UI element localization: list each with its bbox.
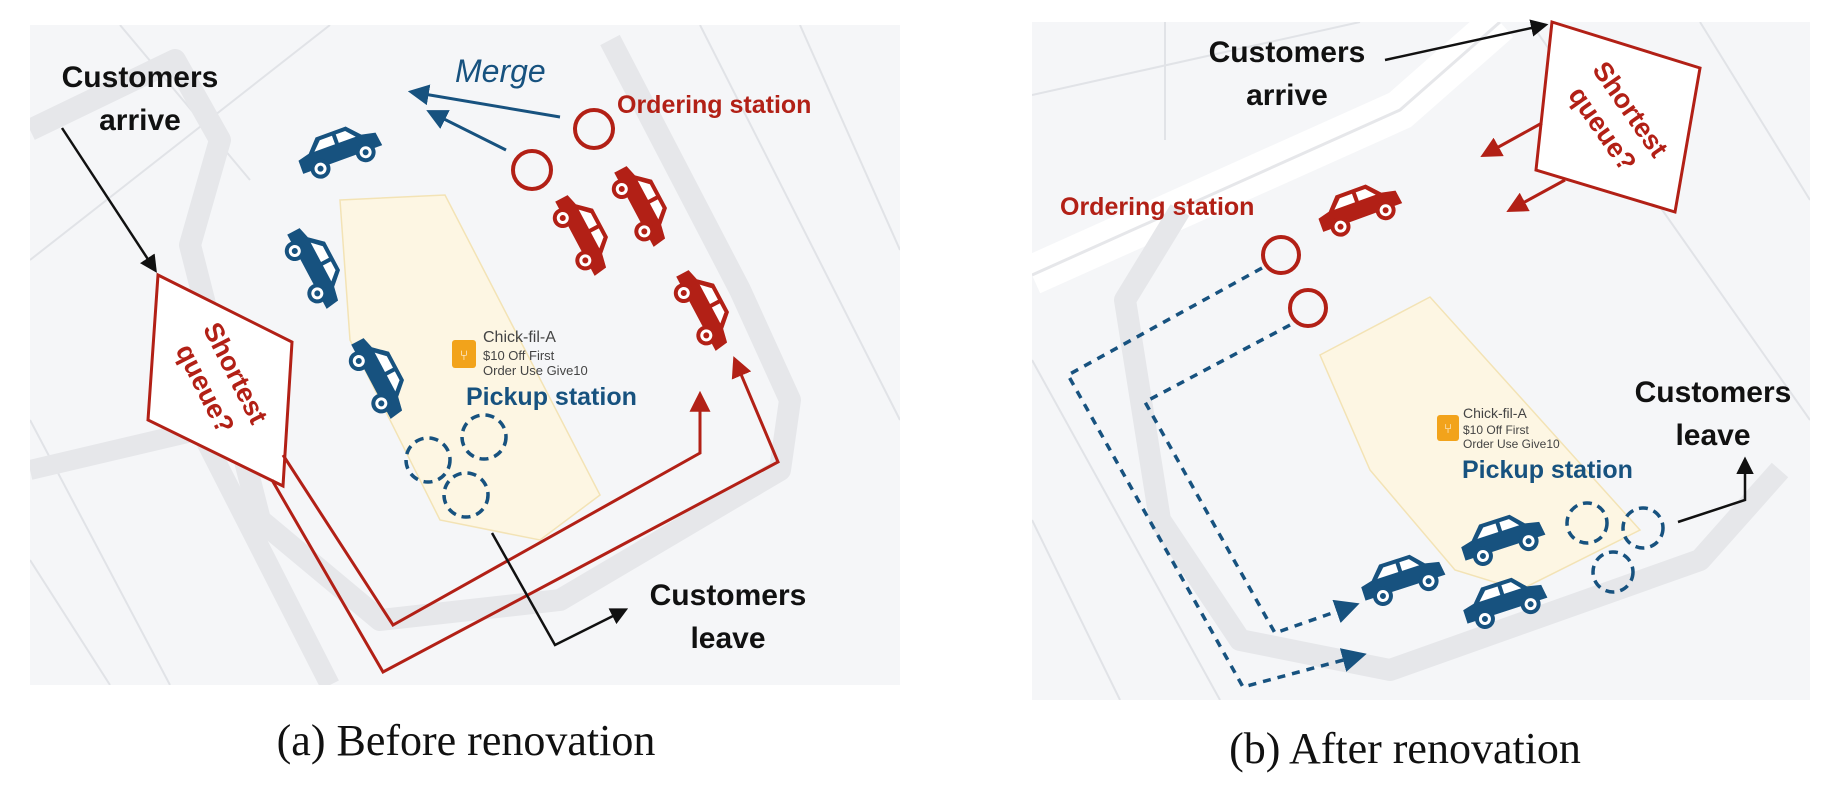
inner-lane-path (1142, 323, 1360, 636)
outer-lane-path (270, 356, 780, 675)
merge-arrow-2 (426, 110, 507, 152)
ordering-station-label: Ordering station (1060, 193, 1254, 221)
restaurant-poi-icon (1437, 415, 1459, 441)
merge-label: Merge (455, 53, 546, 89)
arrive-arrow (1384, 19, 1549, 62)
shortest-queue-decision: Shortest queue? (146, 272, 294, 489)
map-poi-left: ⑂ Chick-fil-A $10 Off First Order Use Gi… (452, 329, 588, 378)
customers-arrive-label-line1: Customers (62, 61, 219, 94)
svg-text:⑂: ⑂ (1444, 422, 1452, 437)
customers-arrive-label-line1: Customers (1209, 36, 1366, 69)
ordering-station-marker-1 (1261, 235, 1301, 275)
merge-arrow-1 (407, 84, 561, 119)
poi-promo-line2: Order Use Give10 (1463, 437, 1560, 451)
leave-arrow (490, 532, 629, 647)
inner-lane-path (281, 390, 711, 627)
customers-leave-label-line2: leave (1675, 419, 1750, 452)
decision-diamond (146, 272, 294, 489)
customers-arrive-label-line2: arrive (1246, 79, 1328, 112)
caption-before: (a) Before renovation (277, 716, 656, 765)
pickup-station-label: Pickup station (1462, 456, 1633, 484)
customers-arrive-label-line2: arrive (99, 104, 181, 137)
svg-text:⑂: ⑂ (460, 348, 468, 364)
customers-leave-label-line2: leave (690, 622, 765, 655)
customers-leave-label-line1: Customers (1635, 376, 1792, 409)
poi-promo-line1: $10 Off First (1463, 423, 1529, 437)
ordering-station-marker-2 (1288, 288, 1328, 328)
panel-before-renovation: ⑂ Chick-fil-A $10 Off First Order Use Gi… (30, 25, 900, 765)
ordering-station-marker-2 (511, 149, 553, 191)
shortest-queue-decision: Shortest queue? (1534, 20, 1702, 214)
ordering-station-label: Ordering station (617, 91, 811, 119)
poi-promo-line1: $10 Off First (483, 348, 555, 363)
decision-diamond (1534, 20, 1702, 214)
pickup-station-label: Pickup station (466, 383, 637, 411)
outer-lane-path (1065, 266, 1367, 690)
caption-after: (b) After renovation (1229, 724, 1581, 773)
poi-name: Chick-fil-A (1463, 405, 1527, 421)
map-poi-right: ⑂ Chick-fil-A $10 Off First Order Use Gi… (1437, 405, 1560, 451)
pickup-station-markers (404, 413, 508, 519)
split-arrow-1 (1480, 121, 1543, 158)
map-background-right (1032, 22, 1810, 700)
split-arrow-2 (1506, 178, 1566, 213)
customers-leave-label-line1: Customers (650, 579, 807, 612)
ordering-station-marker-1 (573, 108, 615, 150)
arrive-arrow (60, 127, 157, 273)
pickup-station-markers (1565, 501, 1665, 594)
poi-promo-line2: Order Use Give10 (483, 363, 588, 378)
panel-after-renovation: ⑂ Chick-fil-A $10 Off First Order Use Gi… (1032, 19, 1810, 773)
poi-name: Chick-fil-A (483, 329, 556, 346)
leave-arrow (1677, 456, 1754, 524)
restaurant-poi-icon (452, 340, 476, 368)
